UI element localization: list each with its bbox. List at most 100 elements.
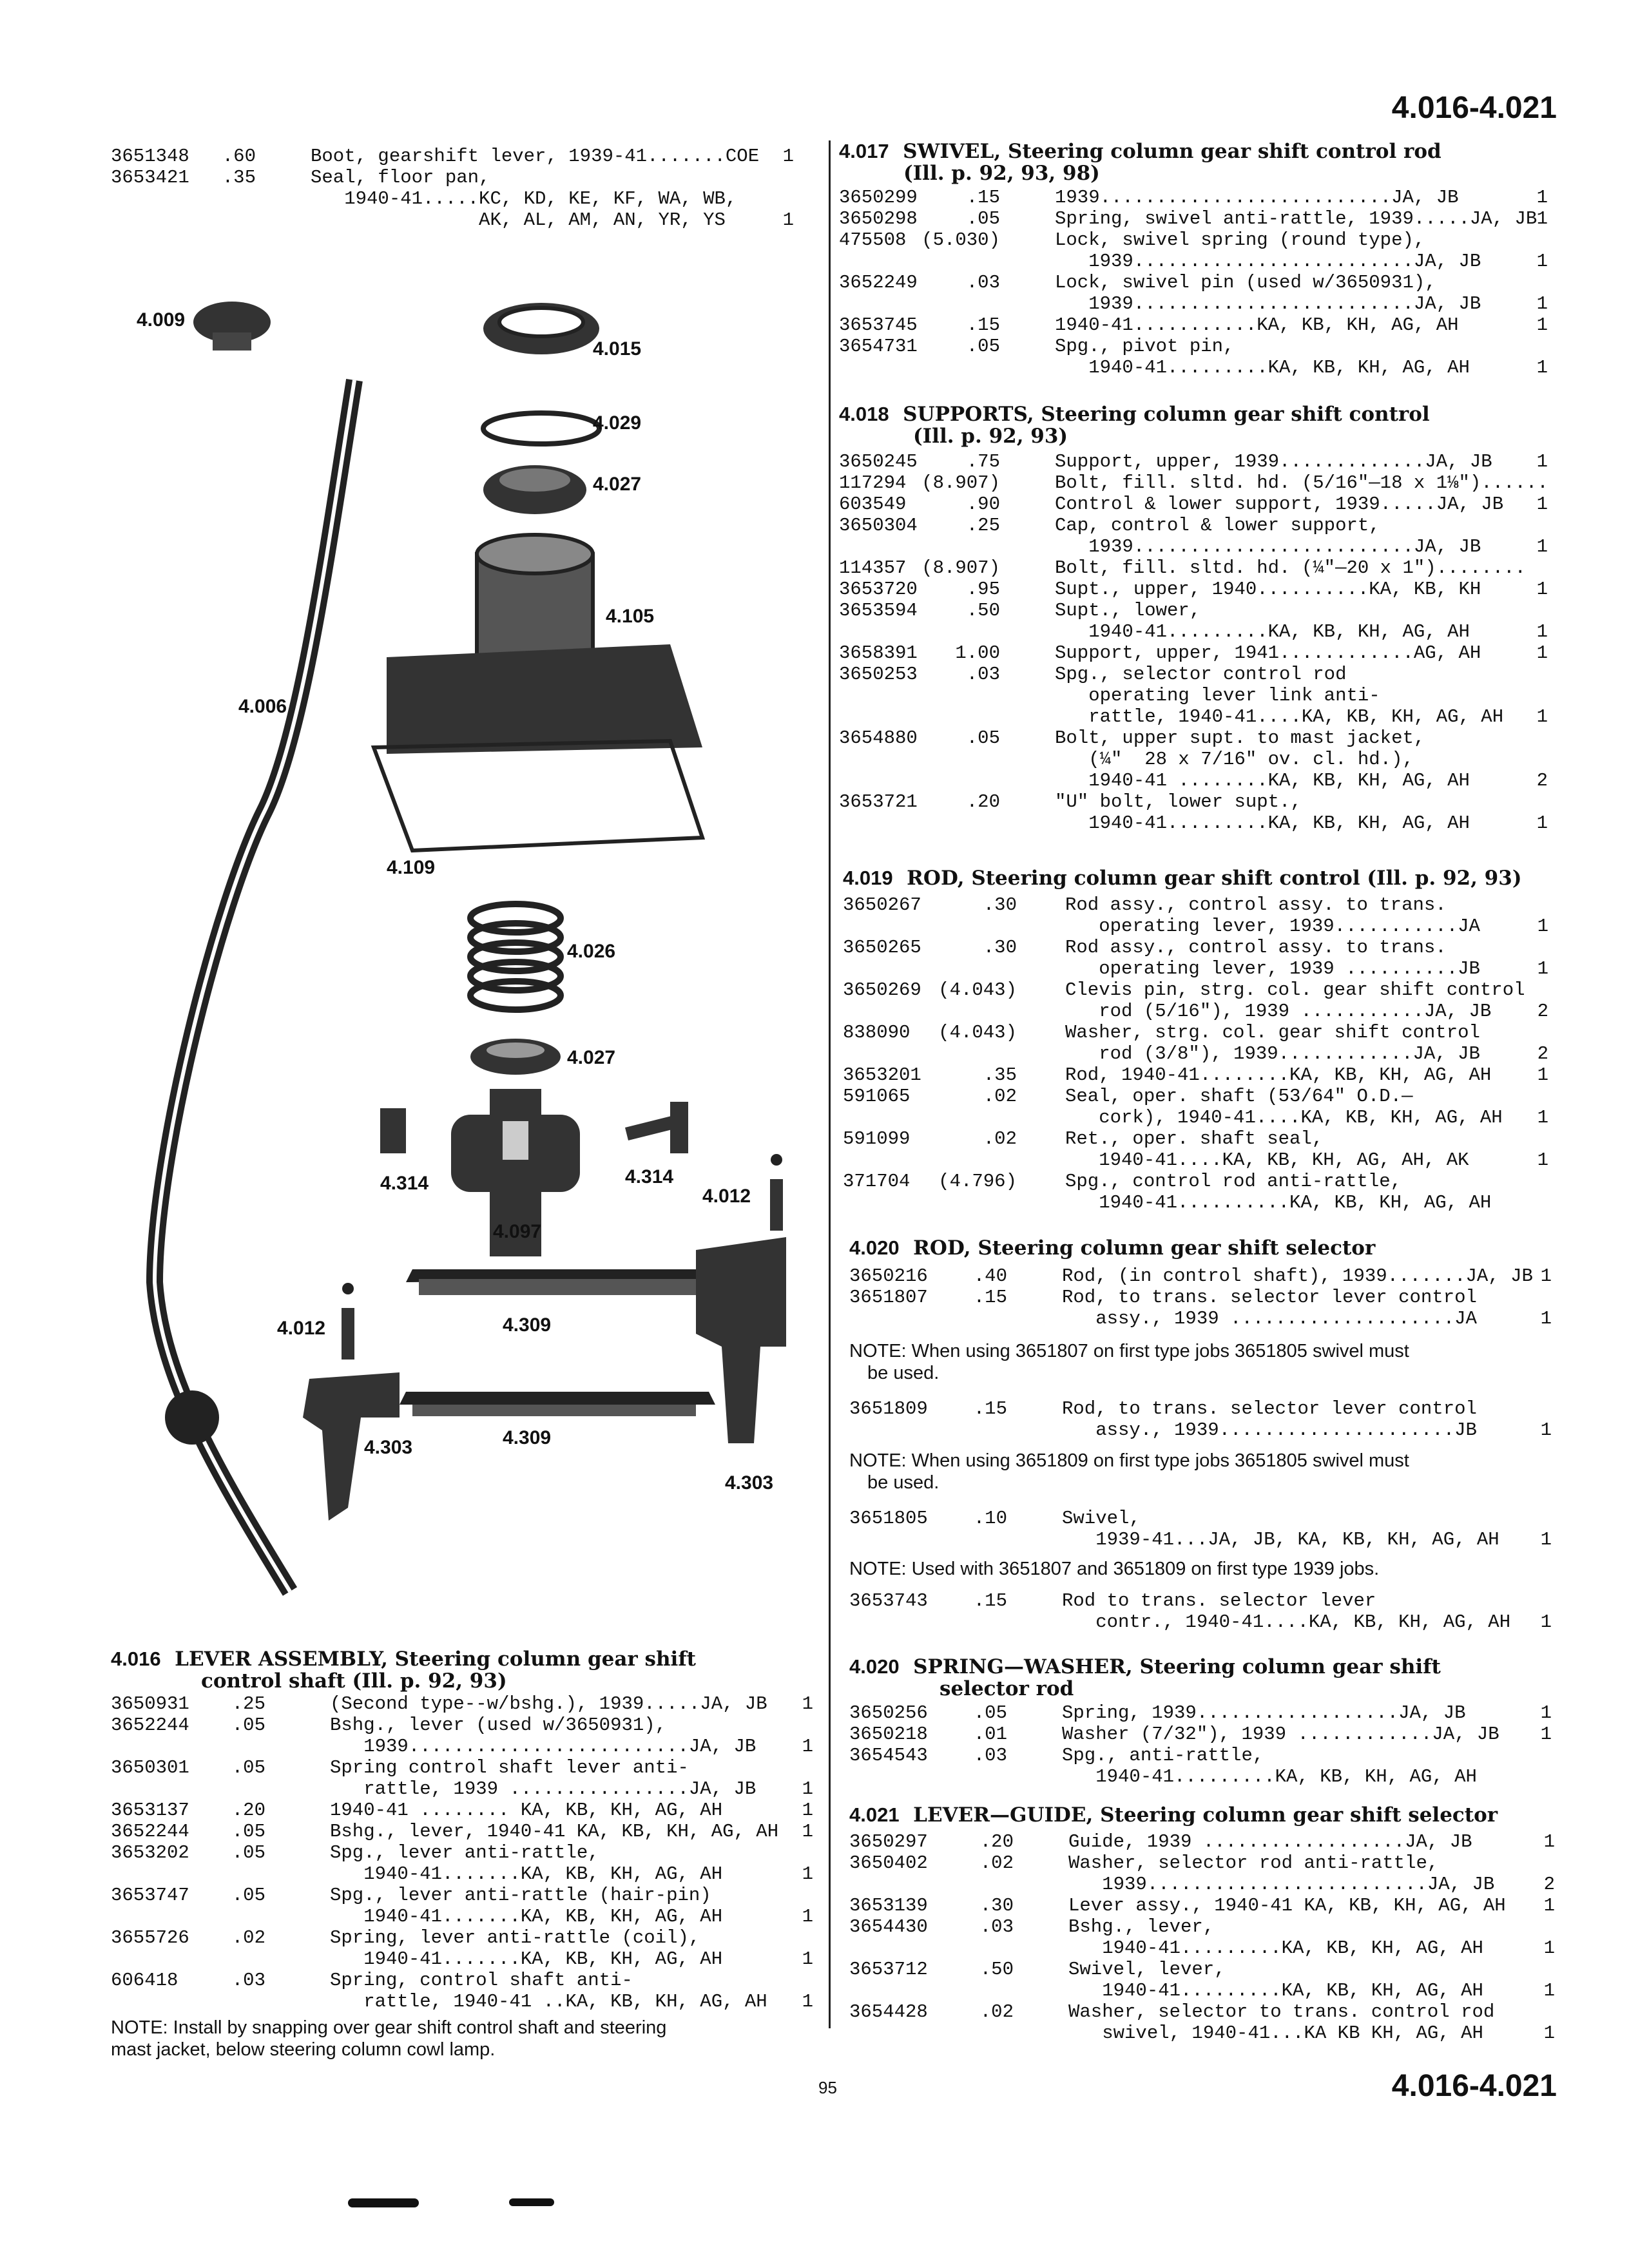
part-description: cork), 1940-41....KA, KB, KH, AG, AH bbox=[1065, 1107, 1503, 1128]
part-description: Spg., lever anti-rattle, bbox=[330, 1842, 599, 1863]
part-number: 3654731 bbox=[839, 336, 918, 357]
part-number: 3650297 bbox=[849, 1831, 928, 1852]
part-number: 591099 bbox=[843, 1128, 911, 1149]
part-description: Spg., lever anti-rattle (hair-pin) bbox=[330, 1885, 711, 1906]
part-row: 3653137 .20 1940-41 ........ KA, KB, KH, A… bbox=[111, 1800, 813, 1821]
part-number: 3650298 bbox=[839, 208, 918, 229]
part-price: .30 bbox=[979, 1895, 1014, 1916]
part-quantity: 1 bbox=[802, 1778, 813, 1800]
part-number: 3650218 bbox=[849, 1724, 928, 1745]
part-description: 1940-41.......KA, KB, KH, AG, AH bbox=[330, 1863, 723, 1885]
part-number: 3653137 bbox=[111, 1800, 189, 1821]
part-price: .05 bbox=[973, 1702, 1007, 1724]
part-quantity: 1 bbox=[1537, 958, 1548, 979]
part-quantity: 2 bbox=[1543, 1874, 1555, 1895]
part-quantity: 1 bbox=[1540, 1419, 1552, 1441]
part-description: assy., 1939.....................JB bbox=[1062, 1419, 1477, 1441]
part-description: Spg., selector control rod bbox=[1055, 664, 1347, 685]
part-price: .15 bbox=[973, 1287, 1007, 1308]
part-description: Rod, to trans. selector lever control bbox=[1062, 1287, 1477, 1308]
part-number: 3650216 bbox=[849, 1265, 928, 1287]
part-quantity: 1 bbox=[802, 1948, 813, 1970]
part-description: Seal, oper. shaft (53/64" O.D.— bbox=[1065, 1086, 1413, 1107]
callout-4027-lower: 4.027 bbox=[567, 1047, 616, 1068]
callout-4314-right: 4.314 bbox=[625, 1166, 674, 1187]
part-quantity: 1 bbox=[802, 1693, 813, 1715]
part-description: Lever assy., 1940-41 KA, KB, KH, AG, AH bbox=[1068, 1895, 1506, 1916]
part-description: (¼" 28 x 7/16" ov. cl. hd.), bbox=[1055, 749, 1414, 770]
part-quantity: 1 bbox=[1536, 314, 1548, 336]
column-divider bbox=[829, 140, 831, 2028]
part-price: .50 bbox=[966, 600, 1000, 621]
part-quantity: 1 bbox=[1543, 1937, 1555, 1959]
part-price: .90 bbox=[966, 494, 1000, 515]
parts-illustration: 4.009 4.015 4.029 4.027 4.105 4.006 4.10… bbox=[137, 284, 799, 1611]
part-price: .05 bbox=[231, 1821, 265, 1842]
callout-4009: 4.009 bbox=[137, 309, 186, 331]
part-quantity: 1 bbox=[782, 146, 794, 167]
part-description: Supt., upper, 1940..........KA, KB, KH bbox=[1055, 579, 1481, 600]
part-description: 1940-41.........KA, KB, KH, AG, AH bbox=[1068, 1980, 1483, 2001]
part-quantity: 1 bbox=[1536, 451, 1548, 472]
part-number: 606418 bbox=[111, 1970, 178, 1991]
part-quantity: 1 bbox=[1536, 621, 1548, 642]
callout-4029: 4.029 bbox=[593, 412, 642, 434]
part-description: Spring control shaft lever anti- bbox=[330, 1757, 689, 1778]
part-price: .30 bbox=[983, 937, 1017, 958]
section-4020-note-1: NOTE: When using 3651807 on first type j… bbox=[849, 1341, 1409, 1383]
part-quantity: 1 bbox=[1540, 1529, 1552, 1550]
part-price: .60 bbox=[222, 146, 256, 167]
part-price: (4.043) bbox=[938, 979, 1017, 1001]
scan-mark bbox=[348, 2198, 419, 2207]
part-row: 3650931.25(Second type--w/bshg.), 1939..… bbox=[111, 1693, 813, 1715]
part-quantity: 1 bbox=[1536, 812, 1548, 834]
part-price: .03 bbox=[979, 1916, 1014, 1937]
part-number: 3653747 bbox=[111, 1885, 189, 1906]
part-number: 3650299 bbox=[839, 187, 918, 208]
part-number: 3653201 bbox=[843, 1064, 921, 1086]
part-quantity: 1 bbox=[1536, 208, 1548, 229]
part-number: 3650269 bbox=[843, 979, 921, 1001]
part-description: (Second type--w/bshg.), 1939.....JA, JB bbox=[330, 1693, 767, 1715]
part-description: 1940-41 ........ KA, KB, KH, AG, AH bbox=[330, 1800, 723, 1821]
part-number: 3650304 bbox=[839, 515, 918, 536]
section-4020-note-2: NOTE: When using 3651809 on first type j… bbox=[849, 1450, 1409, 1493]
part-number: 371704 bbox=[843, 1171, 911, 1192]
part-number: 3655726 bbox=[111, 1927, 189, 1948]
part-number: 114357 bbox=[839, 557, 907, 579]
part-number: 3650265 bbox=[843, 937, 921, 958]
part-row: (¼" 28 x 7/16" ov. cl. hd.), bbox=[839, 749, 1548, 770]
part-number: 3653720 bbox=[839, 579, 918, 600]
section-4017-title: 4.017 SWIVEL, Steering column gear shift… bbox=[839, 140, 1441, 185]
part-price: .10 bbox=[973, 1508, 1007, 1529]
part-number: 3650402 bbox=[849, 1852, 928, 1874]
part-price: .01 bbox=[973, 1724, 1007, 1745]
part-description: Spg., pivot pin, bbox=[1055, 336, 1235, 357]
part-description: AK, AL, AM, AN, YR, YS bbox=[311, 209, 726, 231]
part-price: (4.796) bbox=[938, 1171, 1017, 1192]
part-row: assy., 1939.....................JB 1 bbox=[849, 1419, 1552, 1441]
part-price: .20 bbox=[231, 1800, 265, 1821]
part-price: .02 bbox=[979, 1852, 1014, 1874]
part-description: Bshg., lever, bbox=[1068, 1916, 1215, 1937]
section-4018-title: 4.018 SUPPORTS, Steering column gear shi… bbox=[839, 403, 1430, 448]
part-quantity: 1 bbox=[802, 1863, 813, 1885]
part-description: Washer (7/32"), 1939 ............JA, JB bbox=[1062, 1724, 1499, 1745]
